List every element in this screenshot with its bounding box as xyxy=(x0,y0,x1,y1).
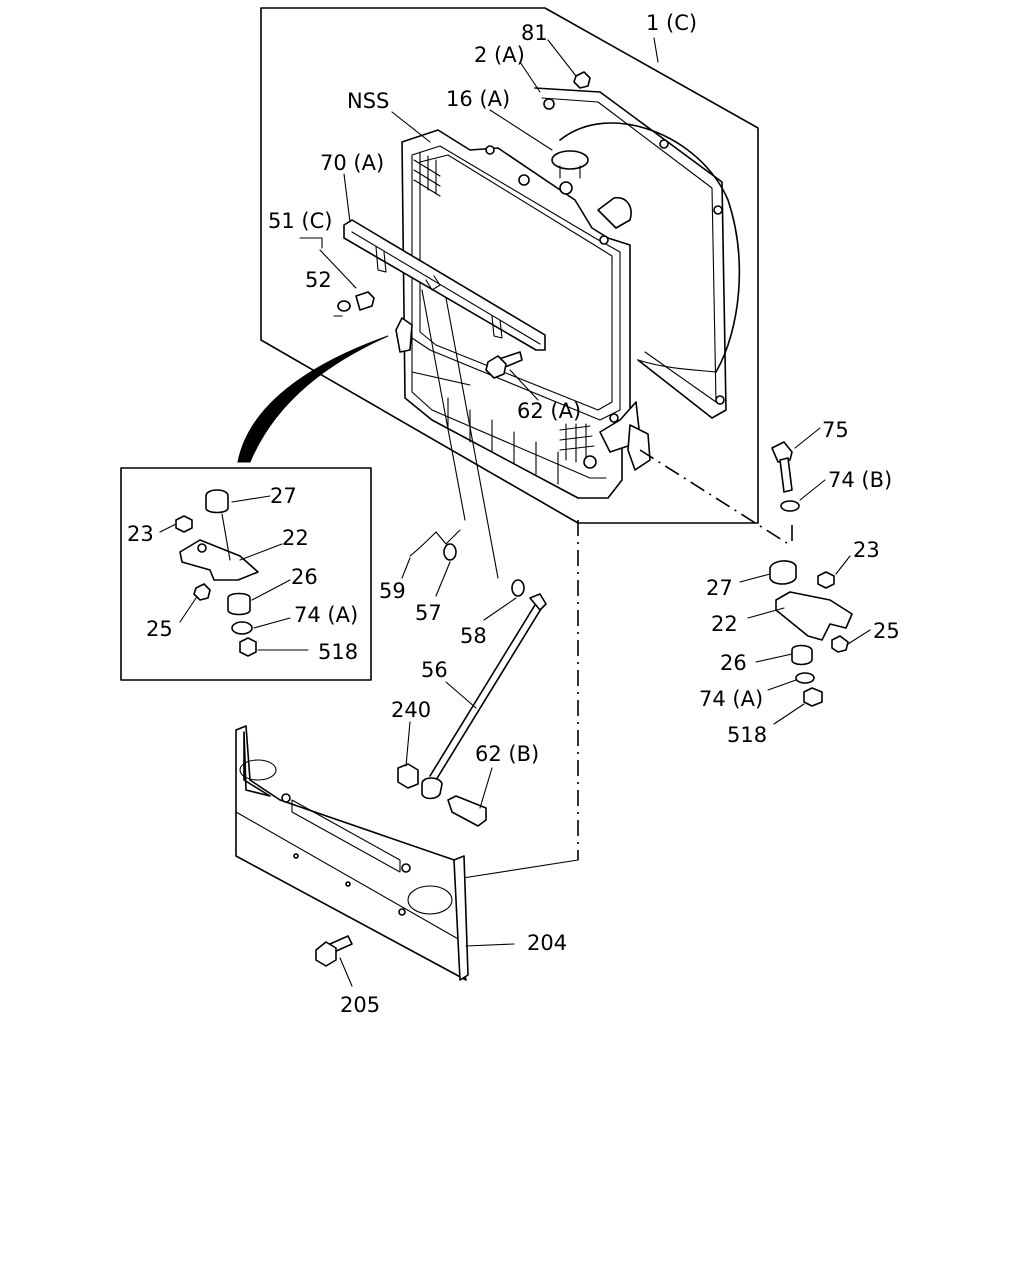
label-70a: 70 (A) xyxy=(320,151,384,175)
rod-56 xyxy=(421,593,547,800)
bolt-62b xyxy=(447,795,487,827)
label-inset-518: 518 xyxy=(318,640,358,664)
label-right-74a: 74 (A) xyxy=(699,687,763,711)
label-right-518: 518 xyxy=(727,723,767,747)
label-inset-22: 22 xyxy=(282,526,309,550)
label-right-22: 22 xyxy=(711,612,738,636)
label-inset-74a: 74 (A) xyxy=(294,603,358,627)
clip-washers xyxy=(409,529,525,597)
label-58: 58 xyxy=(460,624,487,648)
label-59: 59 xyxy=(379,579,406,603)
radiator xyxy=(395,129,651,499)
fan-shroud xyxy=(534,87,741,419)
label-right-25: 25 xyxy=(873,619,900,643)
stay-rods xyxy=(411,289,793,881)
label-52: 52 xyxy=(305,268,332,292)
label-1c: 1 (C) xyxy=(646,11,697,35)
detail-inset xyxy=(120,335,389,681)
label-74b: 74 (B) xyxy=(828,468,892,492)
nut-240 xyxy=(397,763,419,789)
part-labels: 1 (C) 81 2 (A) NSS 16 (A) 70 (A) 51 (C) … xyxy=(127,11,900,1017)
label-75: 75 xyxy=(822,418,849,442)
label-81: 81 xyxy=(521,21,548,45)
label-right-23: 23 xyxy=(853,538,880,562)
label-62a: 62 (A) xyxy=(517,399,581,423)
label-right-26: 26 xyxy=(720,651,747,675)
label-62b: 62 (B) xyxy=(475,742,539,766)
bolt-52 xyxy=(337,291,375,312)
bracket-204 xyxy=(235,725,469,981)
support-bar-70a xyxy=(343,219,546,351)
label-2a: 2 (A) xyxy=(474,43,525,67)
label-nss: NSS xyxy=(347,89,389,113)
label-57: 57 xyxy=(415,601,442,625)
bolt-62a xyxy=(485,351,523,379)
label-56: 56 xyxy=(421,658,448,682)
label-240: 240 xyxy=(391,698,431,722)
leader-lines xyxy=(159,37,871,987)
right-mount-hardware xyxy=(769,441,853,707)
label-51c: 51 (C) xyxy=(268,209,332,233)
label-inset-25: 25 xyxy=(146,617,173,641)
label-204: 204 xyxy=(527,931,567,955)
label-205: 205 xyxy=(340,993,380,1017)
label-inset-23: 23 xyxy=(127,522,154,546)
nut-81 xyxy=(573,71,591,89)
label-right-27: 27 xyxy=(706,576,733,600)
bolt-205 xyxy=(315,935,353,967)
label-inset-27: 27 xyxy=(270,484,297,508)
assembly-boundary xyxy=(260,7,759,524)
label-inset-26: 26 xyxy=(291,565,318,589)
label-16a: 16 (A) xyxy=(446,87,510,111)
